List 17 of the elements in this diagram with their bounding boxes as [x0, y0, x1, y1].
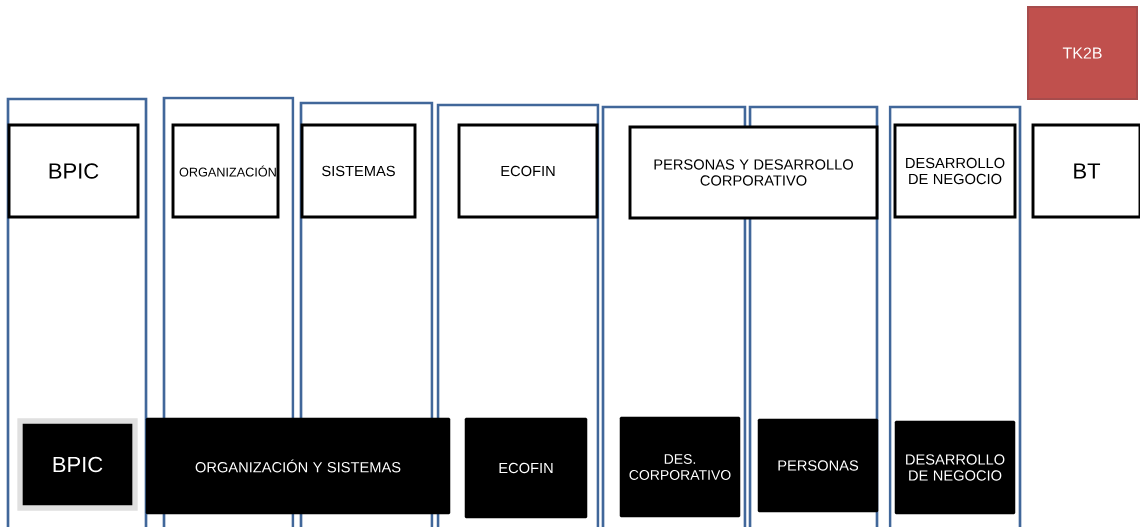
column-frame: [6, 97, 148, 527]
tag-box: TK2B: [1027, 6, 1138, 100]
header-box: ORGANIZACIÓN: [171, 123, 280, 219]
header-box: BT: [1031, 123, 1140, 219]
unit-box: PERSONAS: [757, 418, 879, 513]
header-box: PERSONAS Y DESARROLLO CORPORATIVO: [628, 125, 879, 220]
header-box: DESARROLLO DE NEGOCIO: [893, 123, 1017, 219]
column-frame: [436, 103, 600, 527]
header-box: ECOFIN: [457, 123, 599, 219]
unit-box: ORGANIZACIÓN Y SISTEMAS: [145, 417, 451, 515]
unit-box: ECOFIN: [464, 417, 588, 519]
column-frame: [888, 105, 1022, 527]
header-box: SISTEMAS: [300, 123, 417, 219]
unit-box: DES. CORPORATIVO: [619, 416, 741, 518]
header-box: BPIC: [7, 123, 140, 219]
unit-box: BPIC: [17, 418, 138, 511]
unit-box: DESARROLLO DE NEGOCIO: [894, 420, 1016, 515]
